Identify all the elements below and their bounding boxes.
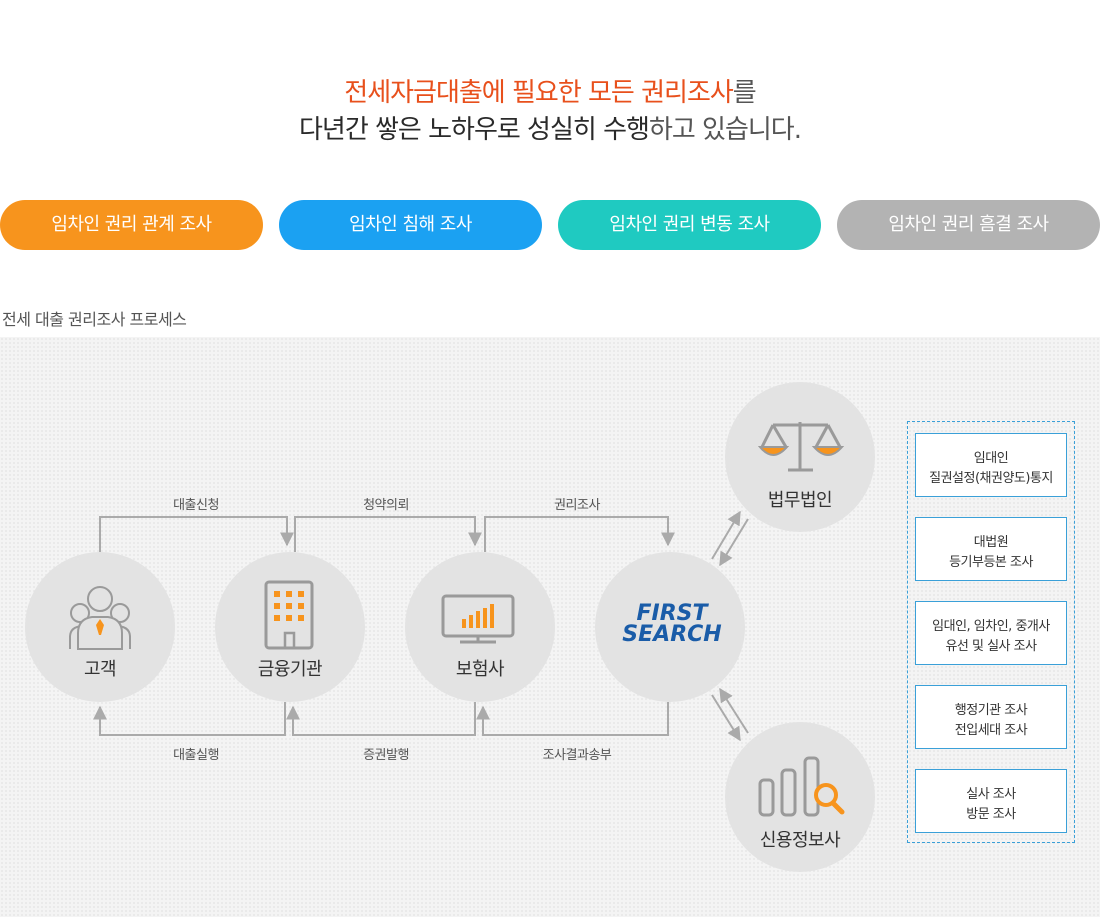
section-title: 전세 대출 권리조사 프로세스 [2, 310, 187, 329]
headline-line2-rest: 하고 있습니다. [648, 115, 802, 145]
flow-arrow-rights-survey [484, 516, 675, 552]
side-box-parties: 임대인, 임차인, 중개사 유선 및 실사 조사 [915, 601, 1067, 665]
building-icon [264, 580, 314, 650]
label-finance: 금융기관 [257, 659, 323, 680]
flow-label-result-send: 조사결과송부 [542, 748, 612, 763]
pill-infringement-survey[interactable]: 임차인 침해 조사 [279, 200, 542, 250]
logo-line2: SEARCH [622, 622, 721, 647]
side-box-desc: 전입세대 조사 [954, 723, 1028, 738]
label-law-firm: 법무법인 [767, 490, 833, 511]
headline-bold: 다년간 쌓은 노하우로 성실히 수행 [298, 115, 650, 145]
monitor-chart-icon [441, 594, 515, 644]
side-box-desc: 등기부등본 조사 [949, 555, 1033, 570]
label-insurance: 보험사 [455, 659, 505, 680]
arrow-to-credit [711, 694, 741, 742]
flow-label-loan-apply: 대출신청 [173, 498, 219, 513]
label-customer: 고객 [83, 659, 117, 680]
firstsearch-circle [595, 552, 745, 702]
side-box-court: 대법원 등기부등본 조사 [915, 517, 1067, 581]
arrow-from-credit [719, 687, 749, 734]
headline-line1: 전세자금대출에 필요한 모든 권리조사를 [0, 72, 1100, 109]
side-box-lessor: 임대인 질권설정(채권양도)통지 [915, 433, 1067, 497]
side-box-desc: 유선 및 실사 조사 [945, 639, 1037, 654]
side-box-onsite: 실사 조사 방문 조사 [915, 769, 1067, 833]
label-credit-info: 신용정보사 [759, 830, 841, 851]
flow-arrow-loan-apply [99, 516, 294, 552]
diagram-graphics: FIRST SEARCH [25, 382, 875, 872]
process-diagram: FIRST SEARCH 고객 금융기관 보험사 법무법인 신용정보사 대출신청… [0, 337, 1100, 917]
side-box-title: 실사 조사 [966, 787, 1016, 802]
pill-change-survey[interactable]: 임차인 권리 변동 조사 [558, 200, 821, 250]
flow-arrow-loan-execute [93, 702, 286, 736]
credit-circle [725, 722, 875, 872]
flow-label-loan-execute: 대출실행 [173, 748, 219, 763]
scales-icon [757, 422, 845, 472]
flow-label-subscription: 청약의뢰 [363, 498, 409, 513]
side-box-title: 대법원 [973, 535, 1009, 550]
flow-arrow-policy-issue [286, 702, 476, 736]
flow-label-rights-survey: 권리조사 [554, 498, 600, 513]
bar-magnifier-icon [758, 756, 845, 817]
side-box-desc: 방문 조사 [966, 807, 1016, 822]
customer-tie-icon [96, 619, 104, 635]
side-box-desc: 질권설정(채권양도)통지 [929, 471, 1053, 486]
side-box-title: 행정기관 조사 [954, 703, 1028, 718]
customer-icon [69, 586, 131, 650]
flow-arrow-subscription [294, 516, 482, 552]
side-box-admin: 행정기관 조사 전입세대 조사 [915, 685, 1067, 749]
side-box-title: 임대인 [973, 451, 1009, 466]
flow-arrow-result-send [476, 702, 669, 736]
headline-line1-rest: 를 [732, 78, 757, 108]
arrow-from-law [719, 518, 749, 567]
category-pills: 임차인 권리 관계 조사 임차인 침해 조사 임차인 권리 변동 조사 임차인 … [0, 200, 1100, 250]
survey-method-panel: 임대인 질권설정(채권양도)통지 대법원 등기부등본 조사 임대인, 임차인, … [907, 421, 1075, 843]
side-box-title: 임대인, 임차인, 중개사 [932, 619, 1050, 634]
arrow-to-law [711, 510, 741, 560]
pill-relation-survey[interactable]: 임차인 권리 관계 조사 [0, 200, 263, 250]
firstsearch-logo: FIRST SEARCH [622, 601, 721, 647]
pill-defect-survey[interactable]: 임차인 권리 흠결 조사 [837, 200, 1100, 250]
finance-circle [215, 552, 365, 702]
logo-line1: FIRST [636, 601, 709, 626]
headline-line2: 다년간 쌓은 노하우로 성실히 수행하고 있습니다. [0, 109, 1100, 146]
flow-label-policy-issue: 증권발행 [363, 748, 409, 763]
headline-highlight: 전세자금대출에 필요한 모든 권리조사 [344, 78, 734, 108]
